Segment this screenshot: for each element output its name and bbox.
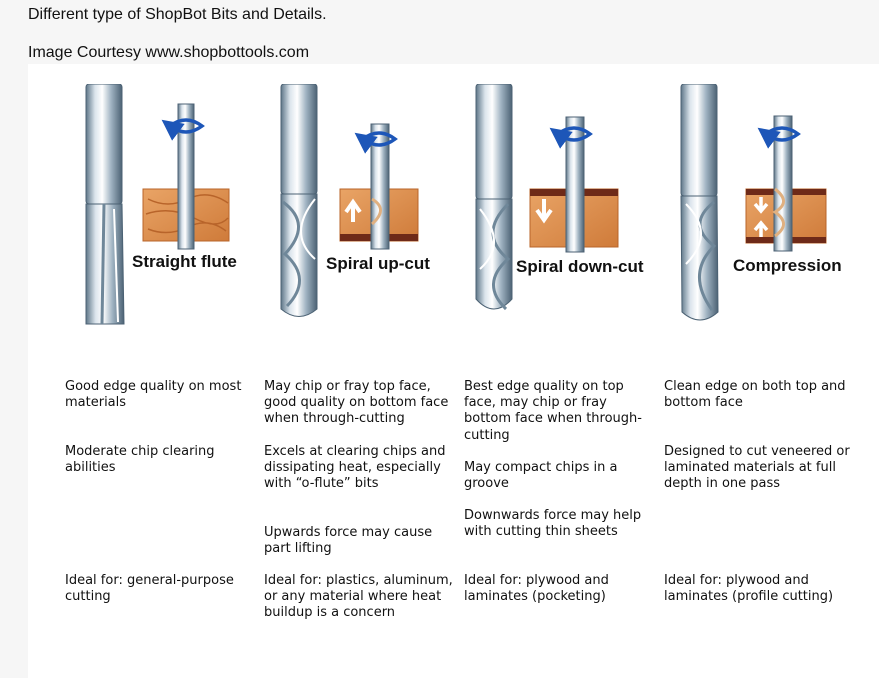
bit-name: Compression	[733, 256, 842, 275]
page-heading: Different type of ShopBot Bits and Detai…	[28, 6, 327, 23]
compression-illustration: Compression	[678, 84, 878, 334]
spiral-up-cut-illustration: Spiral up-cut	[273, 84, 473, 334]
ideal-use-text: Ideal for: plywood and laminates (pocket…	[464, 573, 609, 605]
bits-figure: Straight flute Spiral up-cut	[28, 64, 879, 678]
edge-quality-text: Clean edge on both top and bottom face	[664, 379, 846, 411]
force-note-text: Upwards force may cause part lifting	[264, 525, 433, 557]
chip-clearing-text: May compact chips in a groove	[464, 460, 618, 492]
bit-name: Straight flute	[132, 252, 237, 271]
force-note-text: Downwards force may help with cutting th…	[464, 508, 642, 540]
bit-name: Spiral up-cut	[326, 254, 430, 273]
straight-flute-illustration: Straight flute	[78, 84, 278, 334]
spiral-down-cut-illustration: Spiral down-cut	[468, 84, 668, 334]
chip-clearing-text: Moderate chip clearing abilities	[65, 444, 215, 476]
edge-quality-text: May chip or fray top face, good quality …	[264, 379, 449, 427]
edge-quality-text: Best edge quality on top face, may chip …	[464, 379, 642, 443]
edge-quality-text: Good edge quality on most materials	[65, 379, 242, 411]
chip-clearing-text: Excels at clearing chips and dissipating…	[264, 444, 446, 492]
ideal-use-text: Ideal for: plywood and laminates (profil…	[664, 573, 834, 605]
chip-clearing-text: Designed to cut veneered or laminated ma…	[664, 444, 850, 492]
ideal-use-text: Ideal for: general-purpose cutting	[65, 573, 234, 605]
bit-name: Spiral down-cut	[516, 257, 644, 276]
image-credit: Image Courtesy www.shopbottools.com	[28, 44, 310, 61]
ideal-use-text: Ideal for: plastics, aluminum, or any ma…	[264, 573, 453, 621]
